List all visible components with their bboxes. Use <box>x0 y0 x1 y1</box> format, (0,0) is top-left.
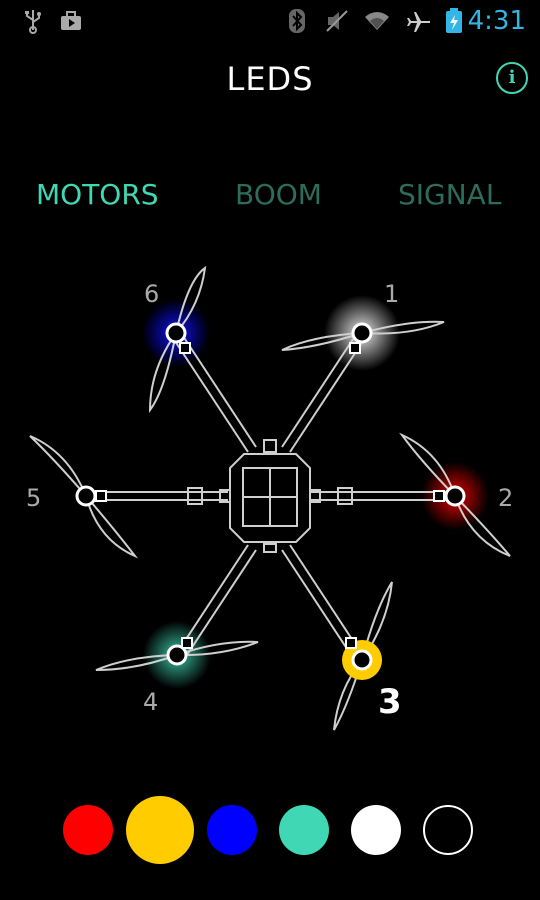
motor-6-hub[interactable] <box>165 322 187 344</box>
motor-2-hub[interactable] <box>444 485 466 507</box>
page-title: LEDS <box>226 60 314 98</box>
color-swatch-red[interactable] <box>63 805 113 855</box>
motor-label-2: 2 <box>498 484 514 512</box>
motor-label-5: 5 <box>26 484 42 512</box>
hexacopter-frame <box>29 265 511 731</box>
color-swatch-blue[interactable] <box>207 805 257 855</box>
color-swatch-teal[interactable] <box>279 805 329 855</box>
hexacopter-diagram: 1 2 3 4 5 6 <box>0 250 540 770</box>
motor-3-hub[interactable] <box>351 649 373 671</box>
motor-5-hub[interactable] <box>75 485 97 507</box>
color-swatch-white[interactable] <box>351 805 401 855</box>
briefcase-icon <box>61 11 81 30</box>
motor-4-hub[interactable] <box>166 644 188 666</box>
mute-icon <box>326 10 348 32</box>
color-palette <box>0 790 540 870</box>
motor-label-3: 3 <box>378 682 402 722</box>
usb-icon <box>25 10 41 34</box>
status-bar: 4:31 <box>0 0 540 44</box>
color-swatch-yellow[interactable] <box>126 796 194 864</box>
color-swatch-off[interactable] <box>423 805 473 855</box>
clock: 4:31 <box>467 6 526 36</box>
bluetooth-icon <box>289 9 305 33</box>
tab-motors[interactable]: MOTORS <box>36 178 159 211</box>
airplane-icon <box>407 12 430 32</box>
motor-1-hub[interactable] <box>351 322 373 344</box>
motor-label-6: 6 <box>144 280 160 308</box>
motor-label-4: 4 <box>143 688 159 716</box>
info-button[interactable]: i <box>496 62 528 94</box>
tab-boom[interactable]: BOOM <box>235 178 322 211</box>
battery-icon <box>446 8 462 33</box>
wifi-icon <box>365 12 389 30</box>
tab-bar: MOTORS BOOM SIGNAL <box>0 178 540 218</box>
motor-label-1: 1 <box>384 280 400 308</box>
tab-signal[interactable]: SIGNAL <box>398 178 502 211</box>
